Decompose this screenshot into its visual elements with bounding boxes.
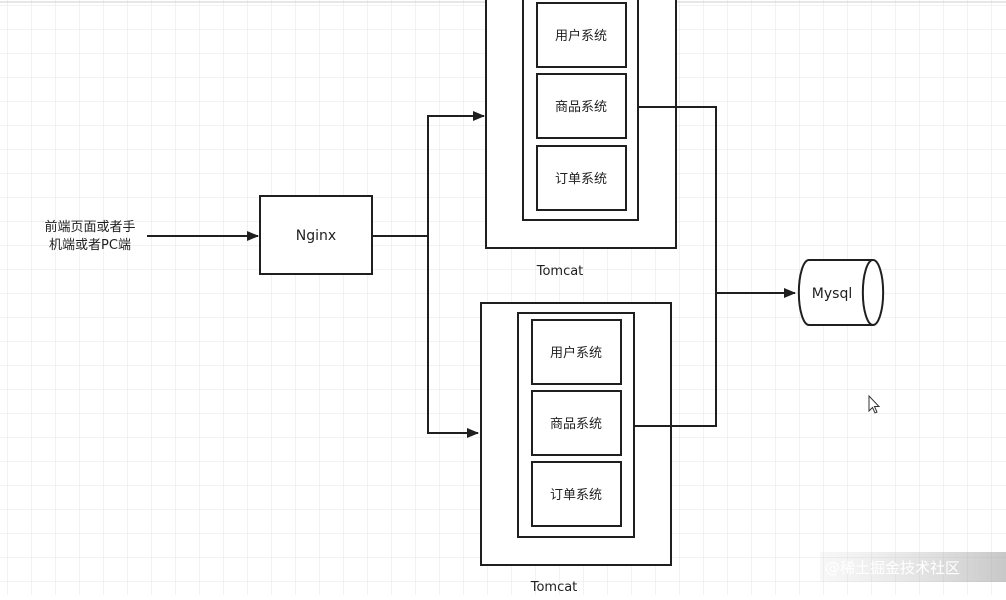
- client-label: 前端页面或者手 机端或者PC端: [44, 219, 135, 253]
- service-label: 商品系统: [555, 100, 607, 115]
- tomcat-top-to-mysql-line: [638, 106, 717, 293]
- database-cylinder-edge: [861, 259, 874, 326]
- service-label: 用户系统: [555, 28, 607, 44]
- mysql-database[interactable]: Mysql: [797, 259, 885, 326]
- service-box[interactable]: 商品系统: [531, 390, 622, 456]
- client-label-line1: 前端页面或者手: [44, 219, 135, 235]
- tomcat-top-label: Tomcat: [536, 264, 584, 279]
- service-box[interactable]: 商品系统: [536, 73, 627, 139]
- mouse-cursor-icon: [868, 394, 881, 414]
- watermark-backdrop: [820, 552, 1006, 582]
- watermark-text: @稀土掘金技术社区: [825, 559, 960, 577]
- service-box[interactable]: 订单系统: [536, 145, 627, 211]
- client-label-line2: 机端或者PC端: [49, 238, 131, 253]
- service-label: 商品系统: [550, 417, 602, 432]
- service-label: 订单系统: [555, 172, 607, 187]
- service-box[interactable]: 订单系统: [531, 461, 622, 527]
- tomcat-server-bottom[interactable]: 用户系统 商品系统 订单系统 Tomcat: [480, 302, 672, 595]
- service-label: 订单系统: [550, 488, 602, 503]
- nginx-to-tomcat-top-arrow: [372, 111, 485, 237]
- tomcat-bottom-to-mysql-line: [634, 293, 717, 427]
- nginx-to-tomcat-bottom-arrow: [427, 236, 479, 438]
- nginx-label: Nginx: [296, 228, 336, 244]
- service-box[interactable]: 用户系统: [536, 2, 627, 68]
- nginx-node[interactable]: Nginx: [259, 195, 373, 275]
- nginx-box[interactable]: [259, 195, 373, 275]
- tomcat-server-top[interactable]: 用户系统 商品系统 订单系统 Tomcat: [485, 0, 677, 279]
- service-box[interactable]: 用户系统: [531, 319, 622, 385]
- tomcat-bottom-label: Tomcat: [530, 580, 578, 595]
- mysql-label: Mysql: [812, 286, 852, 302]
- service-label: 用户系统: [550, 345, 602, 361]
